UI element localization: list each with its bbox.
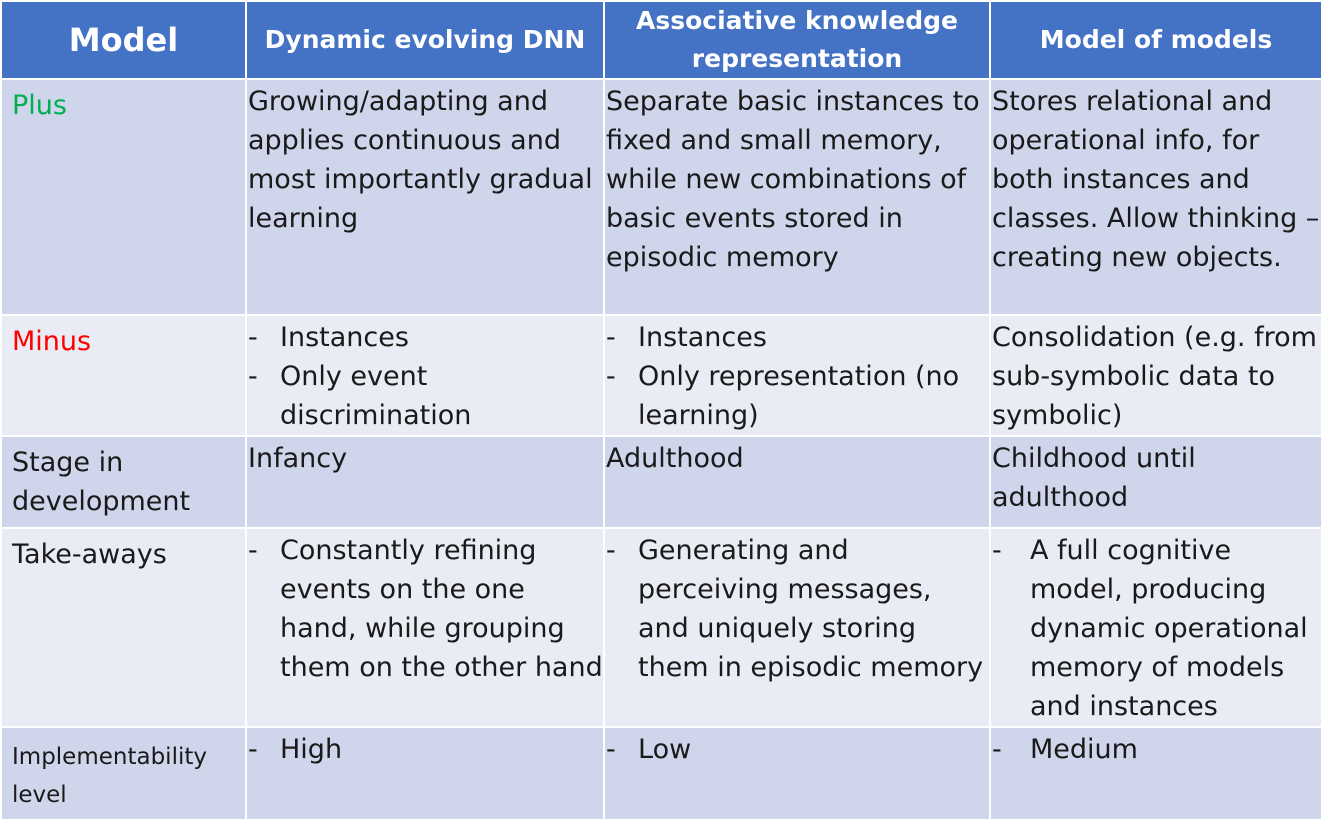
header-row: Model Dynamic evolving DNN Associative k… bbox=[0, 0, 1321, 80]
bullet-list: -Generating and perceiving messages, and… bbox=[606, 531, 988, 687]
table-row-takeaways: Take-aways -Constantly refining events o… bbox=[0, 527, 1321, 728]
bullet-marker: - bbox=[248, 322, 258, 353]
row-label-implementability: Implementability level bbox=[0, 726, 247, 821]
row-label-stage: Stage in development bbox=[0, 435, 247, 529]
cell-plus-dnn: Growing/adapting and applies continuous … bbox=[245, 78, 605, 316]
cell-stage-associative: Adulthood bbox=[603, 435, 991, 529]
list-item: -High bbox=[248, 730, 602, 769]
bullet-marker: - bbox=[606, 361, 616, 392]
header-associative-knowledge: Associative knowledge representation bbox=[603, 0, 991, 80]
bullet-list: -Instances -Only event discrimination bbox=[248, 318, 602, 434]
bullet-marker: - bbox=[248, 535, 258, 566]
cell-takeaways-model-of-models: -A full cognitive model, producing dynam… bbox=[989, 527, 1321, 728]
table-row-implementability: Implementability level -High -Low -Mediu… bbox=[0, 726, 1321, 821]
bullet-list: -Low bbox=[606, 730, 988, 769]
bullet-list: -Constantly refining events on the one h… bbox=[248, 531, 602, 687]
cell-minus-model-of-models: Consolidation (e.g. from sub-symbolic da… bbox=[989, 314, 1321, 437]
bullet-list: -Medium bbox=[992, 730, 1320, 769]
list-item: -A full cognitive model, producing dynam… bbox=[992, 531, 1320, 725]
cell-stage-dnn: Infancy bbox=[245, 435, 605, 529]
list-item: -Constantly refining events on the one h… bbox=[248, 531, 602, 687]
list-item: -Low bbox=[606, 730, 988, 769]
list-item: -Generating and perceiving messages, and… bbox=[606, 531, 988, 687]
bullet-marker: - bbox=[248, 361, 258, 392]
cell-plus-associative: Separate basic instances to fixed and sm… bbox=[603, 78, 991, 316]
row-label-takeaways: Take-aways bbox=[0, 527, 247, 728]
bullet-marker: - bbox=[992, 535, 1002, 566]
cell-stage-model-of-models: Childhood until adulthood bbox=[989, 435, 1321, 529]
cell-takeaways-associative: -Generating and perceiving messages, and… bbox=[603, 527, 991, 728]
header-model-of-models: Model of models bbox=[989, 0, 1321, 80]
list-item: -Only representation (no learning) bbox=[606, 357, 988, 434]
list-item: -Instances bbox=[248, 318, 602, 357]
bullet-marker: - bbox=[992, 734, 1002, 765]
row-label-minus: Minus bbox=[0, 314, 247, 437]
list-item: -Instances bbox=[606, 318, 988, 357]
table-row-stage: Stage in development Infancy Adulthood C… bbox=[0, 435, 1321, 529]
bullet-marker: - bbox=[606, 322, 616, 353]
cell-takeaways-dnn: -Constantly refining events on the one h… bbox=[245, 527, 605, 728]
list-item: -Medium bbox=[992, 730, 1320, 769]
bullet-list: -Instances -Only representation (no lear… bbox=[606, 318, 988, 434]
bullet-list: -A full cognitive model, producing dynam… bbox=[992, 531, 1320, 725]
cell-impl-associative: -Low bbox=[603, 726, 991, 821]
bullet-list: -High bbox=[248, 730, 602, 769]
row-label-plus: Plus bbox=[0, 78, 247, 316]
header-dynamic-evolving-dnn: Dynamic evolving DNN bbox=[245, 0, 605, 80]
list-item: -Only event discrimination bbox=[248, 357, 602, 434]
cell-impl-dnn: -High bbox=[245, 726, 605, 821]
table-row-plus: Plus Growing/adapting and applies contin… bbox=[0, 78, 1321, 316]
bullet-marker: - bbox=[606, 734, 616, 765]
bullet-marker: - bbox=[248, 734, 258, 765]
cell-plus-model-of-models: Stores relational and operational info, … bbox=[989, 78, 1321, 316]
cell-impl-model-of-models: -Medium bbox=[989, 726, 1321, 821]
table-row-minus: Minus -Instances -Only event discriminat… bbox=[0, 314, 1321, 437]
header-model: Model bbox=[0, 0, 247, 80]
cell-minus-associative: -Instances -Only representation (no lear… bbox=[603, 314, 991, 437]
cell-minus-dnn: -Instances -Only event discrimination bbox=[245, 314, 605, 437]
bullet-marker: - bbox=[606, 535, 616, 566]
